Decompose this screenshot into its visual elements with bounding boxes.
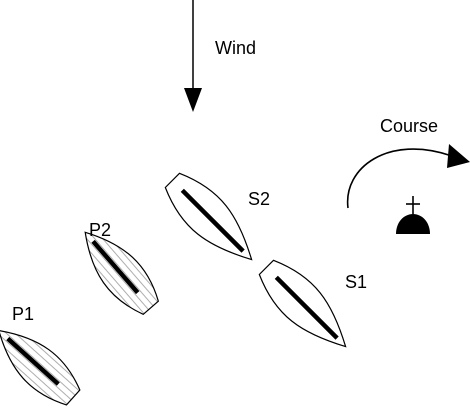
church-mark-icon	[396, 196, 430, 234]
boat-p2	[84, 231, 160, 316]
boat-s2	[164, 172, 253, 261]
boat-label-s1: S1	[345, 272, 367, 292]
wind-label: Wind	[215, 38, 256, 58]
course-label: Course	[380, 116, 438, 136]
boat-p1	[0, 329, 81, 406]
boat-label-s2: S2	[248, 189, 270, 209]
boat-s1	[258, 259, 347, 348]
boat-label-p2: P2	[89, 220, 111, 240]
boat-label-p1: P1	[12, 304, 34, 324]
wind-arrow-icon	[184, 0, 202, 112]
curved-arrow-icon	[346, 144, 470, 209]
